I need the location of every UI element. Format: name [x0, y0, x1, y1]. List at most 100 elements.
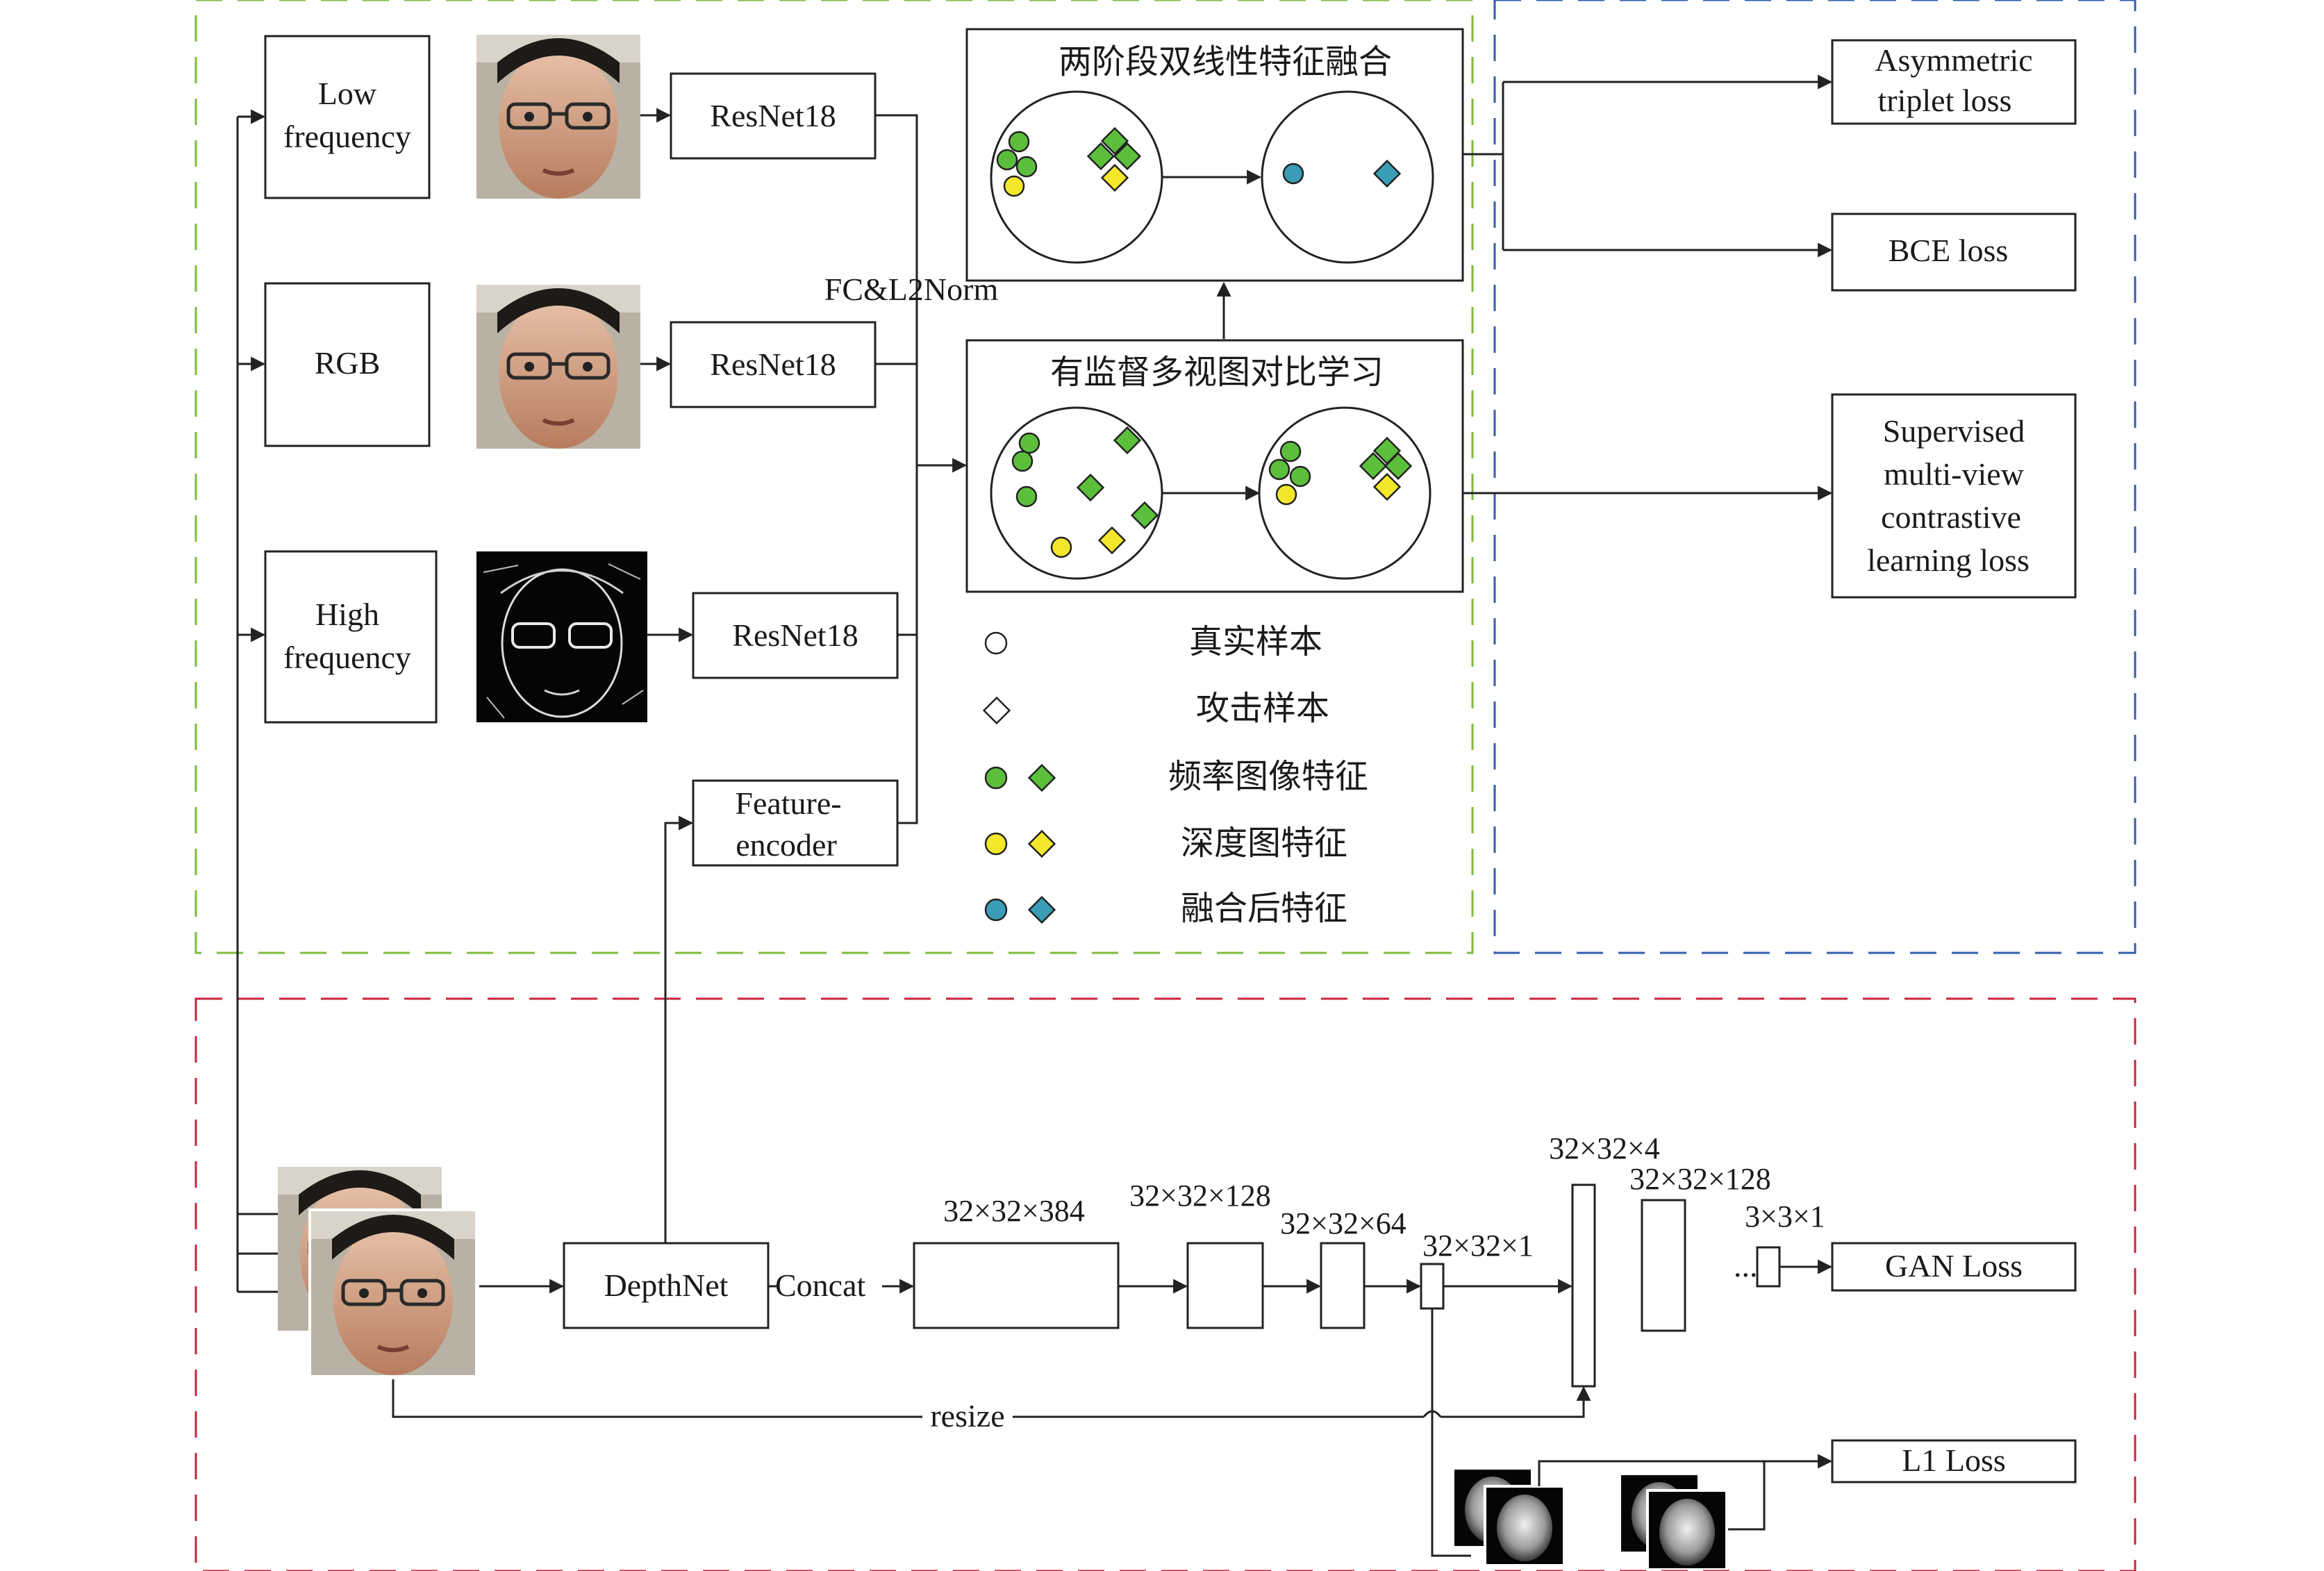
bilinear-fusion-module: 两阶段双线性特征融合	[965, 28, 1464, 282]
svg-text:contrastive: contrastive	[1881, 499, 2021, 535]
dim-label-1: 32×32×1	[1422, 1229, 1534, 1263]
legend-depth-diamond	[1027, 829, 1056, 858]
resize-label-bg	[922, 1399, 1013, 1433]
legend-real-label: 真实样本	[1189, 622, 1322, 661]
green-real-feature	[1289, 465, 1311, 488]
region-blue-frame	[1493, 0, 2136, 954]
green-real-feature	[1011, 450, 1034, 472]
legend-fused-diamond	[1027, 895, 1056, 924]
region-green-frame	[194, 0, 1474, 954]
green-attack-feature	[1359, 451, 1388, 481]
green-real-feature	[1268, 458, 1290, 481]
depth-map-front	[1484, 1485, 1566, 1565]
green-attack-feature	[1113, 426, 1142, 455]
high-frequency-box: High frequency	[264, 550, 438, 724]
legend-attack-label: 攻击样本	[1196, 689, 1329, 728]
low-frequency-box: Low frequency	[264, 35, 431, 199]
svg-text:ResNet18: ResNet18	[710, 98, 836, 133]
concat-label: Concat	[775, 1267, 866, 1303]
resize-to-block4	[1441, 1386, 1591, 1418]
svg-text:L1 Loss: L1 Loss	[1902, 1443, 2006, 1478]
svg-text:ResNet18: ResNet18	[710, 347, 836, 382]
legend-depth-circle	[984, 832, 1008, 856]
yellow-attack-feature	[1372, 472, 1402, 501]
feature-block-3x3	[1756, 1246, 1781, 1288]
block1-to-depthmap	[1431, 1308, 1471, 1557]
face-input-front	[308, 1208, 478, 1379]
dim-label-64: 32×32×64	[1280, 1206, 1406, 1240]
green-attack-feature	[1384, 451, 1413, 481]
supcon-loss-box: Supervised multi-view contrastive learni…	[1831, 393, 2077, 599]
resnet18-rgb-box: ResNet18	[670, 321, 877, 408]
green-attack-feature	[1130, 501, 1159, 530]
green-real-feature	[1015, 156, 1038, 178]
svg-text:frequency: frequency	[283, 119, 411, 154]
svg-text:triplet loss: triplet loss	[1878, 83, 2012, 118]
fusion-output-cluster	[1261, 90, 1434, 264]
feature-block-128b	[1641, 1199, 1686, 1332]
dim-label-384: 32×32×384	[943, 1194, 1085, 1228]
fusion-title: 两阶段双线性特征融合	[1059, 42, 1392, 81]
green-attack-feature	[1113, 142, 1142, 171]
svg-text:GAN Loss: GAN Loss	[1885, 1248, 2023, 1283]
depthmap-to-l1	[1538, 1454, 1833, 1486]
feature-block-4	[1571, 1183, 1596, 1388]
teal-attack-feature	[1372, 159, 1402, 188]
green-attack-feature	[1076, 473, 1105, 502]
svg-text:High: High	[315, 597, 379, 632]
legend-fused-label: 融合后特征	[1181, 889, 1347, 928]
teal-real-feature	[1282, 163, 1304, 185]
svg-text:Low: Low	[318, 76, 377, 111]
green-real-feature	[1279, 440, 1302, 463]
green-real-feature	[1018, 432, 1040, 454]
merge-line-encoder	[897, 465, 918, 824]
ellipsis: ...	[1734, 1248, 1758, 1283]
yellow-attack-feature	[1100, 163, 1129, 192]
green-attack-feature	[1100, 126, 1129, 156]
legend: 真实样本 攻击样本 频率图像特征 深度图特征 融合后特征	[982, 622, 1368, 928]
depthnet-to-encoder	[664, 815, 694, 1243]
legend-frequency-label: 频率图像特征	[1168, 757, 1368, 796]
gt-depth-map-front	[1646, 1489, 1728, 1570]
legend-fused-circle	[984, 898, 1008, 922]
svg-text:multi-view: multi-view	[1884, 456, 2025, 492]
resize-line	[392, 1379, 1424, 1418]
svg-text:Asymmetric: Asymmetric	[1875, 42, 2032, 78]
green-real-feature	[996, 149, 1018, 171]
legend-frequency-circle	[984, 766, 1008, 790]
resize-label: resize	[930, 1398, 1004, 1433]
yellow-real-feature	[1003, 175, 1025, 197]
l1-loss-box: L1 Loss	[1831, 1439, 2077, 1483]
feature-encoder-box: Feature- encoder	[692, 779, 899, 867]
svg-text:learning loss: learning loss	[1867, 542, 2030, 578]
low-frequency-face-image	[476, 35, 640, 199]
svg-text:Supervised: Supervised	[1883, 413, 2025, 449]
svg-text:RGB: RGB	[315, 345, 381, 381]
feature-block-128	[1186, 1242, 1264, 1329]
merge-line-low	[875, 114, 918, 465]
green-real-feature	[1015, 485, 1038, 508]
depthnet-box: DepthNet	[563, 1242, 770, 1329]
bce-loss-box: BCE loss	[1831, 213, 2077, 292]
green-attack-feature	[1086, 142, 1115, 171]
dim-label-128: 32×32×128	[1129, 1179, 1271, 1213]
svg-text:Feature-: Feature-	[735, 786, 841, 821]
feature-block-1	[1420, 1263, 1445, 1310]
feature-block-64	[1320, 1242, 1366, 1329]
dim-label-3x3: 3×3×1	[1745, 1199, 1825, 1233]
gan-loss-box: GAN Loss	[1831, 1242, 2077, 1292]
asymmetric-triplet-loss-box: Asymmetric triplet loss	[1831, 39, 2077, 125]
yellow-attack-feature	[1097, 526, 1127, 555]
region-red-frame	[194, 997, 2136, 1571]
contrast-title: 有监督多视图对比学习	[1050, 353, 1384, 392]
svg-text:encoder: encoder	[736, 827, 837, 863]
svg-text:ResNet18: ResNet18	[732, 617, 858, 653]
green-real-feature	[1008, 131, 1030, 153]
dim-label-128b: 32×32×128	[1629, 1162, 1771, 1196]
yellow-real-feature	[1275, 483, 1297, 506]
resnet18-high-box: ResNet18	[692, 592, 899, 679]
feature-block-384	[913, 1242, 1120, 1329]
high-frequency-face-image	[475, 550, 649, 724]
legend-attack-symbol	[982, 696, 1011, 725]
